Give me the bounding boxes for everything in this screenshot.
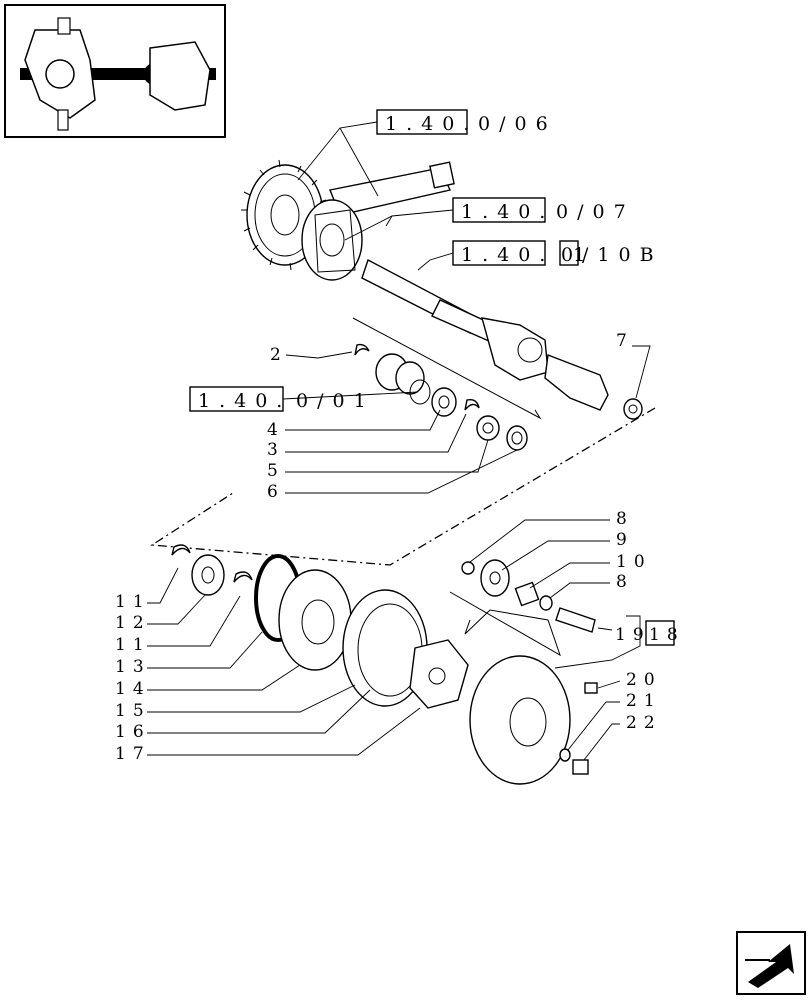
callout-9: 9 <box>616 530 634 550</box>
differential-carrier <box>301 199 363 281</box>
leader-19 <box>554 615 641 669</box>
leader-16 <box>147 689 371 734</box>
leader-13 <box>147 631 263 669</box>
leader-6 <box>285 449 518 494</box>
callout-11a: 11 <box>115 592 151 612</box>
part-8b-washer <box>539 595 553 611</box>
part-11b-circlip <box>233 571 253 583</box>
leader-0-06 <box>297 121 379 197</box>
callout-10: 10 <box>616 552 652 572</box>
part-14-sun-gear <box>278 569 352 671</box>
next-page-arrow-icon[interactable] <box>736 931 806 995</box>
leader-8a <box>469 519 610 563</box>
ref-1-40-01-10b[interactable]: 1.40. 01 /10B <box>452 240 663 266</box>
leader-11a <box>147 567 179 604</box>
callout-5: 5 <box>267 461 285 481</box>
callout-7: 7 <box>616 331 634 351</box>
leader-8b <box>549 582 610 599</box>
leader-7 <box>632 345 651 399</box>
leader-15 <box>147 684 356 713</box>
svg-text:1.40.: 1.40. <box>385 113 478 135</box>
part-10-roller <box>514 581 540 607</box>
svg-text:0/01: 0/01 <box>296 390 375 412</box>
axle-overview-icon[interactable] <box>4 4 226 138</box>
ref-1-40-0-06[interactable]: 1.40. 0/06 <box>376 109 557 135</box>
leader-14 <box>147 664 301 691</box>
part-5-washer <box>476 415 500 441</box>
leader-2 <box>285 351 353 359</box>
leader-3 <box>285 413 467 453</box>
part-7-washer <box>623 398 643 420</box>
leader-5 <box>285 439 489 473</box>
leader-22 <box>583 723 620 761</box>
part-9-gear <box>480 559 510 597</box>
callout-22: 22 <box>626 713 662 733</box>
callout-20: 20 <box>626 670 662 690</box>
callout-18: 18 <box>649 625 685 645</box>
callout-8b: 8 <box>616 572 634 592</box>
callout-4: 4 <box>267 420 285 440</box>
ref-1-40-0-01[interactable]: 1.40. 0/01 <box>189 386 375 412</box>
part-19-hub-flange <box>469 655 571 785</box>
part-21-washer <box>559 748 571 762</box>
assembly-dash-line <box>150 407 656 566</box>
part-12-planet-gear <box>191 554 225 596</box>
svg-text:1.40.: 1.40. <box>461 244 554 266</box>
universal-joint <box>481 317 609 411</box>
circlip-2 <box>354 343 370 356</box>
part-11-circlip <box>171 544 191 556</box>
leader-0-07 <box>344 209 454 241</box>
callout-3: 3 <box>267 440 285 460</box>
leader-10b <box>417 252 454 271</box>
leader-20 <box>597 680 621 689</box>
part-pin <box>555 607 596 633</box>
callout-17: 17 <box>115 744 151 764</box>
part-4-bearing <box>431 387 457 417</box>
callout-21: 21 <box>626 691 662 711</box>
axle-shaft <box>361 258 506 346</box>
callout-19: 19 <box>615 625 651 645</box>
callout-16: 16 <box>115 722 151 742</box>
splined-bush <box>375 353 425 395</box>
ref-1-40-0-07[interactable]: 1.40. 0/07 <box>452 197 635 223</box>
svg-text:1.40.: 1.40. <box>461 201 554 223</box>
leader-9 <box>501 540 610 571</box>
callout-6: 6 <box>267 482 285 502</box>
leader-11b <box>147 595 241 647</box>
callout-8a: 8 <box>616 509 634 529</box>
leader-0-01 <box>282 391 419 400</box>
callout-15: 15 <box>115 701 151 721</box>
callout-12: 12 <box>115 613 151 633</box>
leader-10 <box>529 562 610 589</box>
callout-18-box <box>645 620 675 646</box>
part-17-plate <box>409 639 469 709</box>
part-8-washer <box>461 561 475 575</box>
part-15-ring-gear <box>342 589 428 707</box>
svg-text:0/06: 0/06 <box>478 113 557 135</box>
part-20-screw <box>584 682 598 694</box>
leader-pin <box>597 627 613 631</box>
part-22-bolt <box>572 759 589 775</box>
leader-17 <box>147 707 421 756</box>
leader-4 <box>285 409 441 431</box>
svg-text:0/07: 0/07 <box>556 201 635 223</box>
leader-12 <box>147 594 206 625</box>
svg-text:1.40.: 1.40. <box>198 390 291 412</box>
callout-11b: 11 <box>115 635 151 655</box>
bracket-lower <box>449 591 561 657</box>
bracket-upper <box>352 317 542 420</box>
callout-13: 13 <box>115 657 151 677</box>
callout-14: 14 <box>115 679 151 699</box>
callout-2: 2 <box>270 345 288 365</box>
part-3-circlip <box>464 398 480 411</box>
part-6-seal <box>506 425 528 451</box>
leader-21 <box>567 701 620 751</box>
svg-text:01: 01 <box>561 244 585 266</box>
svg-text:/10B: /10B <box>582 244 663 266</box>
